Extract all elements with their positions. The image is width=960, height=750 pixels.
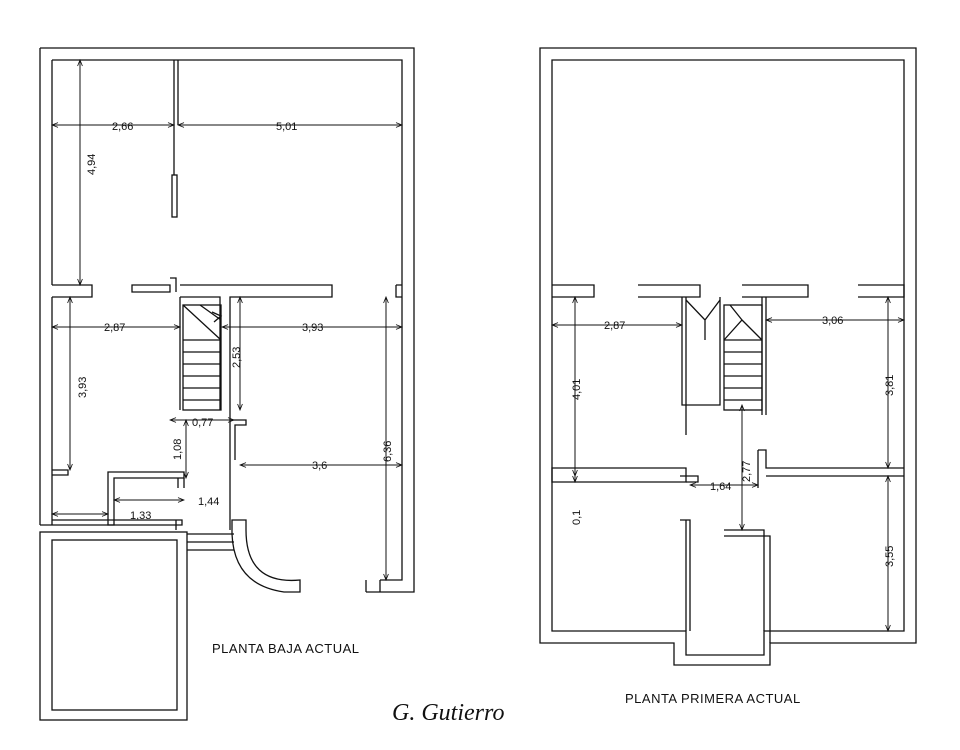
dim-2-77: 2,77 <box>741 461 753 482</box>
dim-3-6: 3,6 <box>312 460 327 472</box>
dim-0-77: 0,77 <box>192 417 213 429</box>
dim-3-93-left: 3,93 <box>77 377 89 398</box>
dim-1-33: 1,33 <box>130 510 151 522</box>
first-floor-title: PLANTA PRIMERA ACTUAL <box>625 691 801 706</box>
dim-4-01: 4,01 <box>571 379 583 400</box>
ground-floor-dimensions: 2,66 5,01 4,94 2,87 3,93 3,93 2,53 0,77 … <box>52 60 402 580</box>
dim-2-53: 2,53 <box>231 347 243 368</box>
first-floor-plan <box>539 47 917 666</box>
dim-3-93-right: 3,93 <box>302 322 323 334</box>
ground-floor-title: PLANTA BAJA ACTUAL <box>212 641 359 656</box>
dim-3-81: 3,81 <box>884 375 896 396</box>
signature: G. Gutierro <box>392 700 504 726</box>
dim-6-36: 6,36 <box>382 441 394 462</box>
ground-stairs <box>182 304 223 411</box>
first-stairs <box>681 297 767 435</box>
dim-0-1: 0,1 <box>571 510 583 525</box>
dim-4-94: 4,94 <box>86 154 98 175</box>
first-floor-dimensions: 2,87 3,06 4,01 3,81 2,77 1,64 0,1 3,55 <box>552 297 904 631</box>
dim-2-66: 2,66 <box>112 121 133 133</box>
dim-1-64: 1,64 <box>710 481 731 493</box>
dim-1-44: 1,44 <box>198 496 219 508</box>
dim-1-08: 1,08 <box>172 439 184 460</box>
dim-5-01: 5,01 <box>276 121 297 133</box>
dim-2-87-first: 2,87 <box>604 320 625 332</box>
ground-floor-plan <box>39 47 415 721</box>
dim-2-87: 2,87 <box>104 322 125 334</box>
dim-3-06: 3,06 <box>822 315 843 327</box>
dim-3-55: 3,55 <box>884 546 896 567</box>
